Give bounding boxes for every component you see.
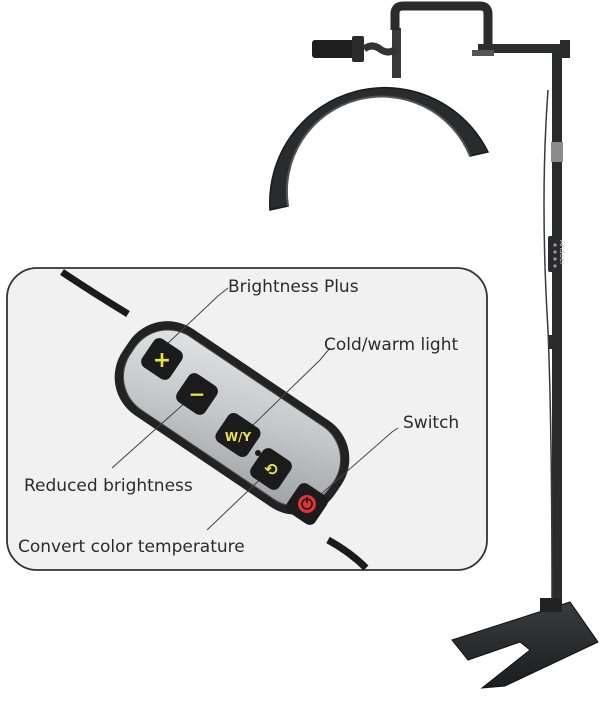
plus-icon: +	[153, 348, 171, 373]
label-reduced-brightness: Reduced brightness	[24, 476, 193, 496]
stand-pole	[543, 52, 563, 612]
wy-icon: W/Y	[225, 430, 252, 444]
half-moon-lamp	[269, 86, 490, 211]
cycle-icon: ⟲	[264, 460, 278, 479]
power-button[interactable]	[283, 480, 330, 527]
brand-text: Andoer	[558, 240, 566, 265]
label-cold-warm-light: Cold/warm light	[324, 335, 459, 355]
stand-base	[451, 598, 599, 689]
label-brightness-plus: Brightness Plus	[228, 277, 359, 297]
label-convert-color-temperature: Convert color temperature	[18, 537, 245, 557]
label-switch: Switch	[403, 413, 460, 433]
remote-cable-top	[60, 269, 130, 317]
indicator-dot	[255, 450, 261, 456]
minus-icon: −	[189, 382, 206, 406]
color-temp-button[interactable]	[247, 445, 294, 492]
minus-button[interactable]	[173, 370, 220, 417]
wy-button[interactable]	[213, 410, 264, 459]
plus-button[interactable]	[138, 335, 185, 382]
remote-cable-bottom	[326, 536, 369, 571]
lamp-bracket	[312, 1, 570, 78]
callout-lines	[111, 287, 399, 531]
